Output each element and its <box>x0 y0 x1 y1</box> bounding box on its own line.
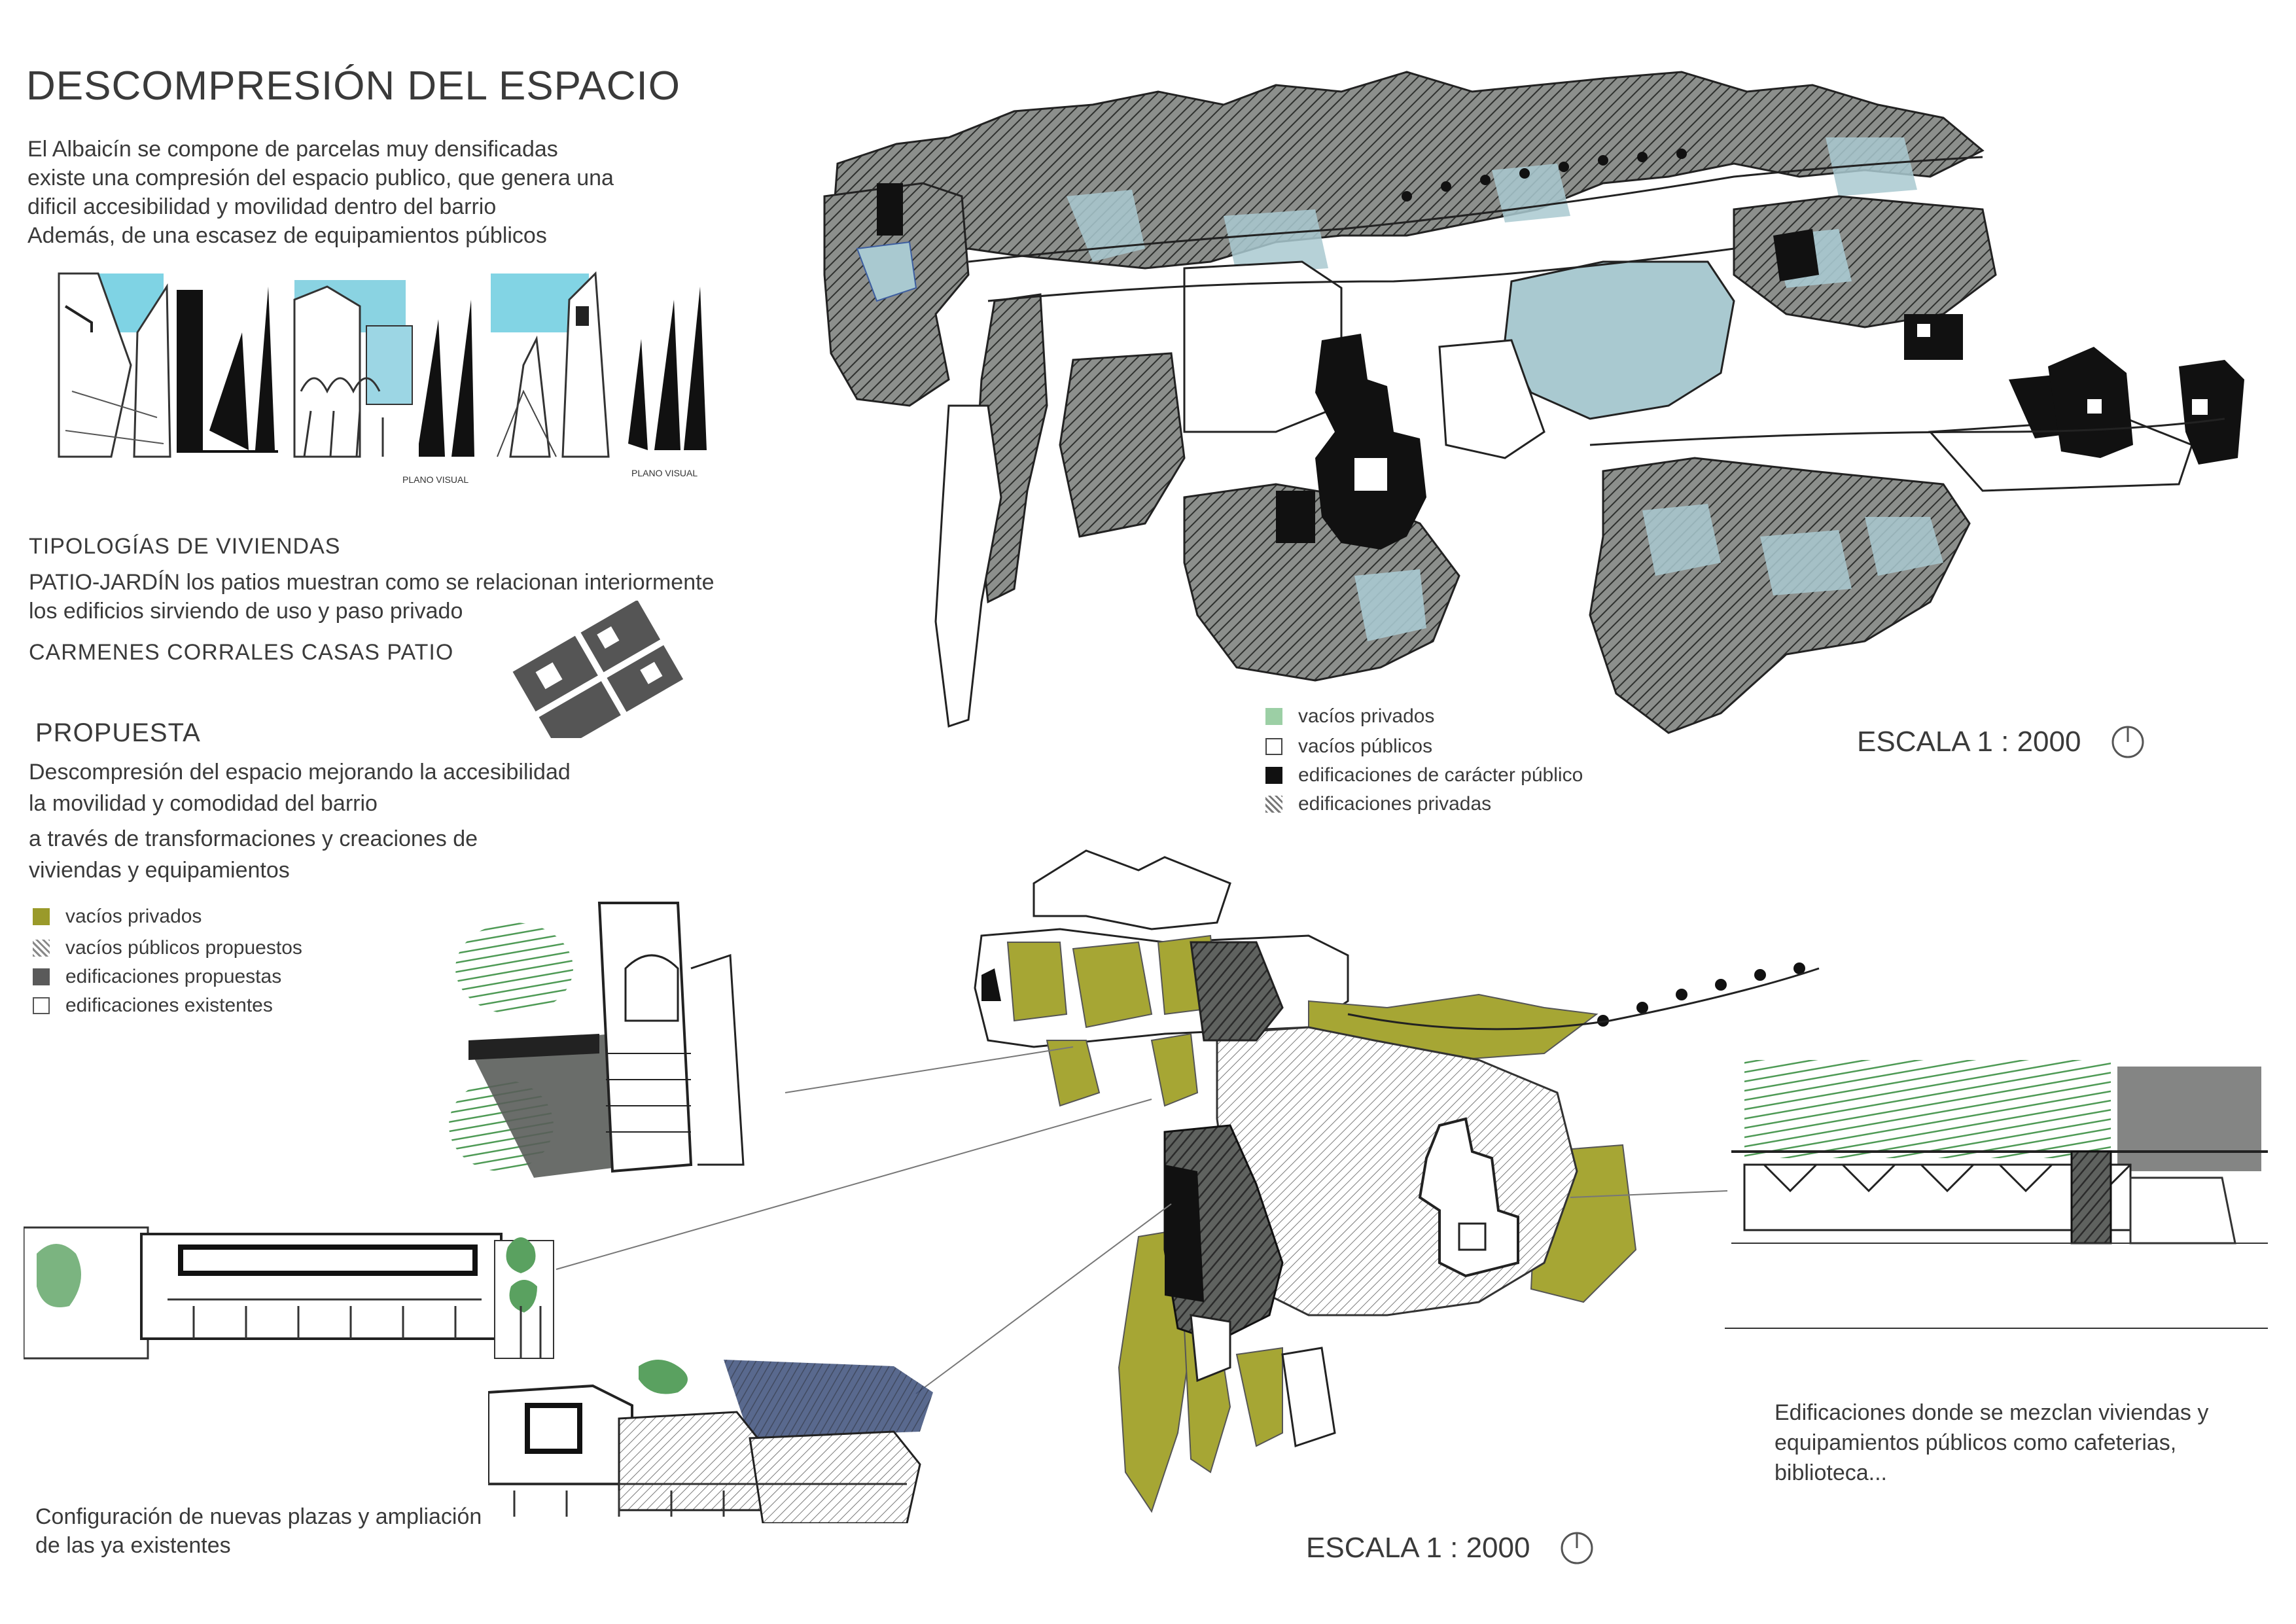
caption-line: equipamientos públicos como cafeterias, <box>1775 1430 2177 1455</box>
sketch-street-1 <box>58 272 171 458</box>
gray-swatch <box>33 968 50 985</box>
intro-text: El Albaicín se compone de parcelas muy d… <box>27 135 614 250</box>
existing-urban-map <box>818 65 2244 772</box>
propuesta-line: viviendas y equipamientos <box>29 858 290 883</box>
sketch-roofs <box>488 1353 946 1523</box>
sketch-label: PLANO VISUAL <box>631 468 698 478</box>
mint-swatch <box>1265 708 1282 725</box>
proposal-urban-map <box>890 844 1832 1538</box>
tipologias-heading: TIPOLOGÍAS DE VIVIENDAS <box>29 534 341 559</box>
intro-line: Además, de una escasez de equipamientos … <box>27 223 547 248</box>
outline-swatch <box>33 997 50 1014</box>
street-dots <box>1402 149 1687 202</box>
caption-line: Configuración de nuevas plazas y ampliac… <box>35 1504 482 1529</box>
public-building-church <box>1276 334 1426 550</box>
sketch-walls-1 <box>177 287 278 453</box>
legend-proposed-item: edificaciones existentes <box>33 995 273 1017</box>
intro-line: existe una compresión del espacio public… <box>27 166 614 190</box>
hatch-swatch <box>1265 796 1282 813</box>
propuesta-line: la movilidad y comodidad del barrio <box>29 791 378 816</box>
intro-line: dificil accesibilidad y movilidad dentro… <box>27 194 497 219</box>
hatch-swatch <box>33 940 50 957</box>
scale-top: ESCALA 1 : 2000 <box>1857 725 2145 759</box>
sketch-street-2 <box>293 280 413 458</box>
typology-blocks-diagram <box>504 601 700 738</box>
scale-bottom: ESCALA 1 : 2000 <box>1306 1531 1594 1565</box>
propuesta-text: Descompresión del espacio mejorando la a… <box>29 756 571 886</box>
tipologias-line: los edificios sirviendo de uso y paso pr… <box>29 599 463 624</box>
legend-label: edificaciones de carácter público <box>1298 764 1583 786</box>
propuesta-line: Descompresión del espacio mejorando la a… <box>29 760 571 785</box>
legend-proposed-item: vacíos privados <box>33 906 202 928</box>
tipologias-text: PATIO-JARDÍN los patios muestran como se… <box>29 568 714 626</box>
sketch-walls-2: PLANO VISUAL <box>402 300 474 485</box>
olive-swatch <box>33 908 50 925</box>
legend-proposed-item: vacíos públicos propuestos <box>33 937 302 959</box>
scale-label: ESCALA 1 : 2000 <box>1306 1532 1530 1564</box>
north-arrow-icon <box>2111 726 2144 758</box>
tipologias-types: CARMENES CORRALES CASAS PATIO <box>29 640 454 665</box>
scale-label: ESCALA 1 : 2000 <box>1857 726 2081 758</box>
public-building-east <box>1773 229 2244 465</box>
caption-edificaciones: Edificaciones donde se mezclan viviendas… <box>1775 1398 2208 1488</box>
caption-line: Edificaciones donde se mezclan viviendas… <box>1775 1400 2209 1425</box>
legend-label: vacíos públicos propuestos <box>65 937 302 959</box>
legend-proposed-item: edificaciones propuestas <box>33 966 281 988</box>
legend-existing-item: vacíos privados <box>1265 705 1434 728</box>
black-swatch <box>1265 767 1282 784</box>
north-arrow-icon <box>1561 1532 1593 1564</box>
legend-label: edificaciones existentes <box>65 995 273 1016</box>
caption-line: biblioteca... <box>1775 1460 1887 1485</box>
legend-existing-item: edificaciones de carácter público <box>1265 764 1583 786</box>
street-sketches: PLANO VISUAL PLANO VISUAL <box>52 260 726 489</box>
caption-line: de las ya existentes <box>35 1533 231 1558</box>
legend-existing-item: edificaciones privadas <box>1265 793 1491 815</box>
sketch-stairs-plaza <box>442 890 796 1191</box>
sketch-walls-3: PLANO VISUAL <box>628 287 707 478</box>
sketch-long-building <box>24 1208 560 1365</box>
tipologias-line: PATIO-JARDÍN los patios muestran como se… <box>29 570 715 595</box>
outline-swatch <box>1265 738 1282 755</box>
legend-label: vacíos privados <box>1298 705 1435 727</box>
intro-line: El Albaicín se compone de parcelas muy d… <box>27 137 558 162</box>
sketch-green-roof-building <box>1725 1047 2274 1348</box>
legend-label: vacíos privados <box>65 906 202 927</box>
propuesta-heading: PROPUESTA <box>35 718 201 747</box>
sketch-label: PLANO VISUAL <box>402 474 468 485</box>
propuesta-line: a través de transformaciones y creacione… <box>29 826 478 851</box>
legend-label: edificaciones privadas <box>1298 793 1492 815</box>
legend-label: edificaciones propuestas <box>65 966 282 987</box>
legend-label: vacíos públicos <box>1298 735 1433 757</box>
page-title: DESCOMPRESIÓN DEL ESPACIO <box>26 63 680 109</box>
legend-existing-item: vacíos públicos <box>1265 735 1432 758</box>
sketch-street-3 <box>491 271 610 458</box>
caption-plazas: Configuración de nuevas plazas y ampliac… <box>35 1502 482 1560</box>
